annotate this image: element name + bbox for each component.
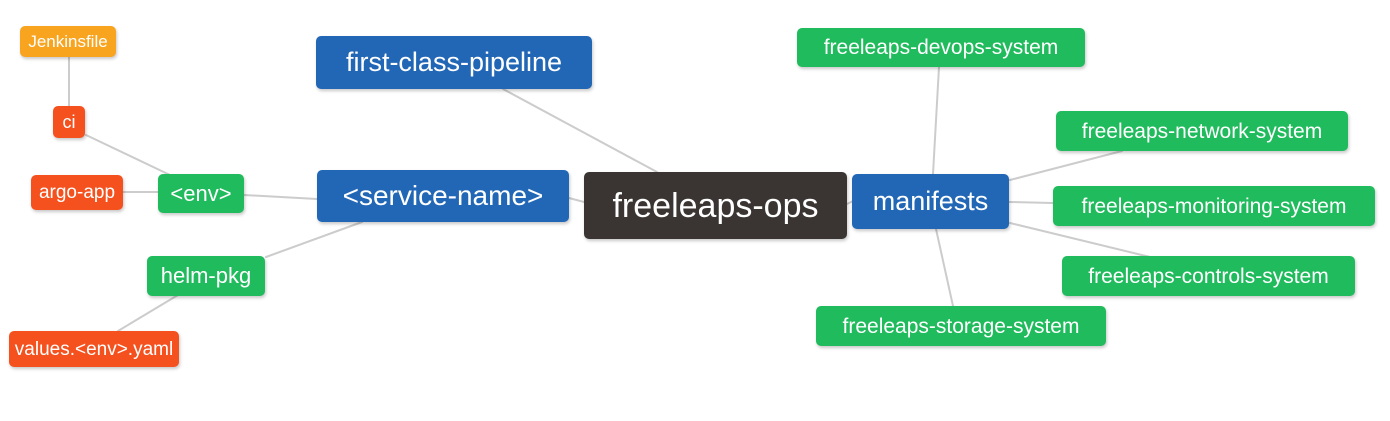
edge-manifests-controls-system [1009,222,1151,258]
edge-ci-env [85,134,171,176]
node-ci[interactable]: ci [53,106,85,138]
node-manifests[interactable]: manifests [852,174,1009,229]
node-helm-pkg[interactable]: helm-pkg [147,256,265,296]
edge-service-name-freeleaps-ops [568,197,585,203]
edge-manifests-storage-system [935,228,954,307]
node-freeleaps-storage-system[interactable]: freeleaps-storage-system [816,306,1106,346]
node-freeleaps-monitoring-system[interactable]: freeleaps-monitoring-system [1053,186,1375,226]
edge-first-class-pipeline-freeleaps-ops [502,88,658,173]
node-freeleaps-network-system[interactable]: freeleaps-network-system [1056,111,1348,151]
edge-manifests-network-system [1009,150,1123,181]
node-values-env-yaml[interactable]: values.<env>.yaml [9,331,179,367]
node-argo-app[interactable]: argo-app [31,175,123,210]
edge-helm-pkg-values-env-yaml [117,294,179,332]
node-freeleaps-ops[interactable]: freeleaps-ops [584,172,847,239]
node-freeleaps-controls-system[interactable]: freeleaps-controls-system [1062,256,1355,296]
node-jenkinsfile[interactable]: Jenkinsfile [20,26,116,57]
node-service-name[interactable]: <service-name> [317,170,569,222]
node-env[interactable]: <env> [158,174,244,213]
edge-service-name-helm-pkg [265,221,363,258]
node-freeleaps-devops-system[interactable]: freeleaps-devops-system [797,28,1085,67]
edge-env-service-name [243,194,318,200]
node-first-class-pipeline[interactable]: first-class-pipeline [316,36,592,89]
edge-manifests-monitoring-system [1008,201,1054,204]
edge-manifests-devops-system [932,66,940,175]
